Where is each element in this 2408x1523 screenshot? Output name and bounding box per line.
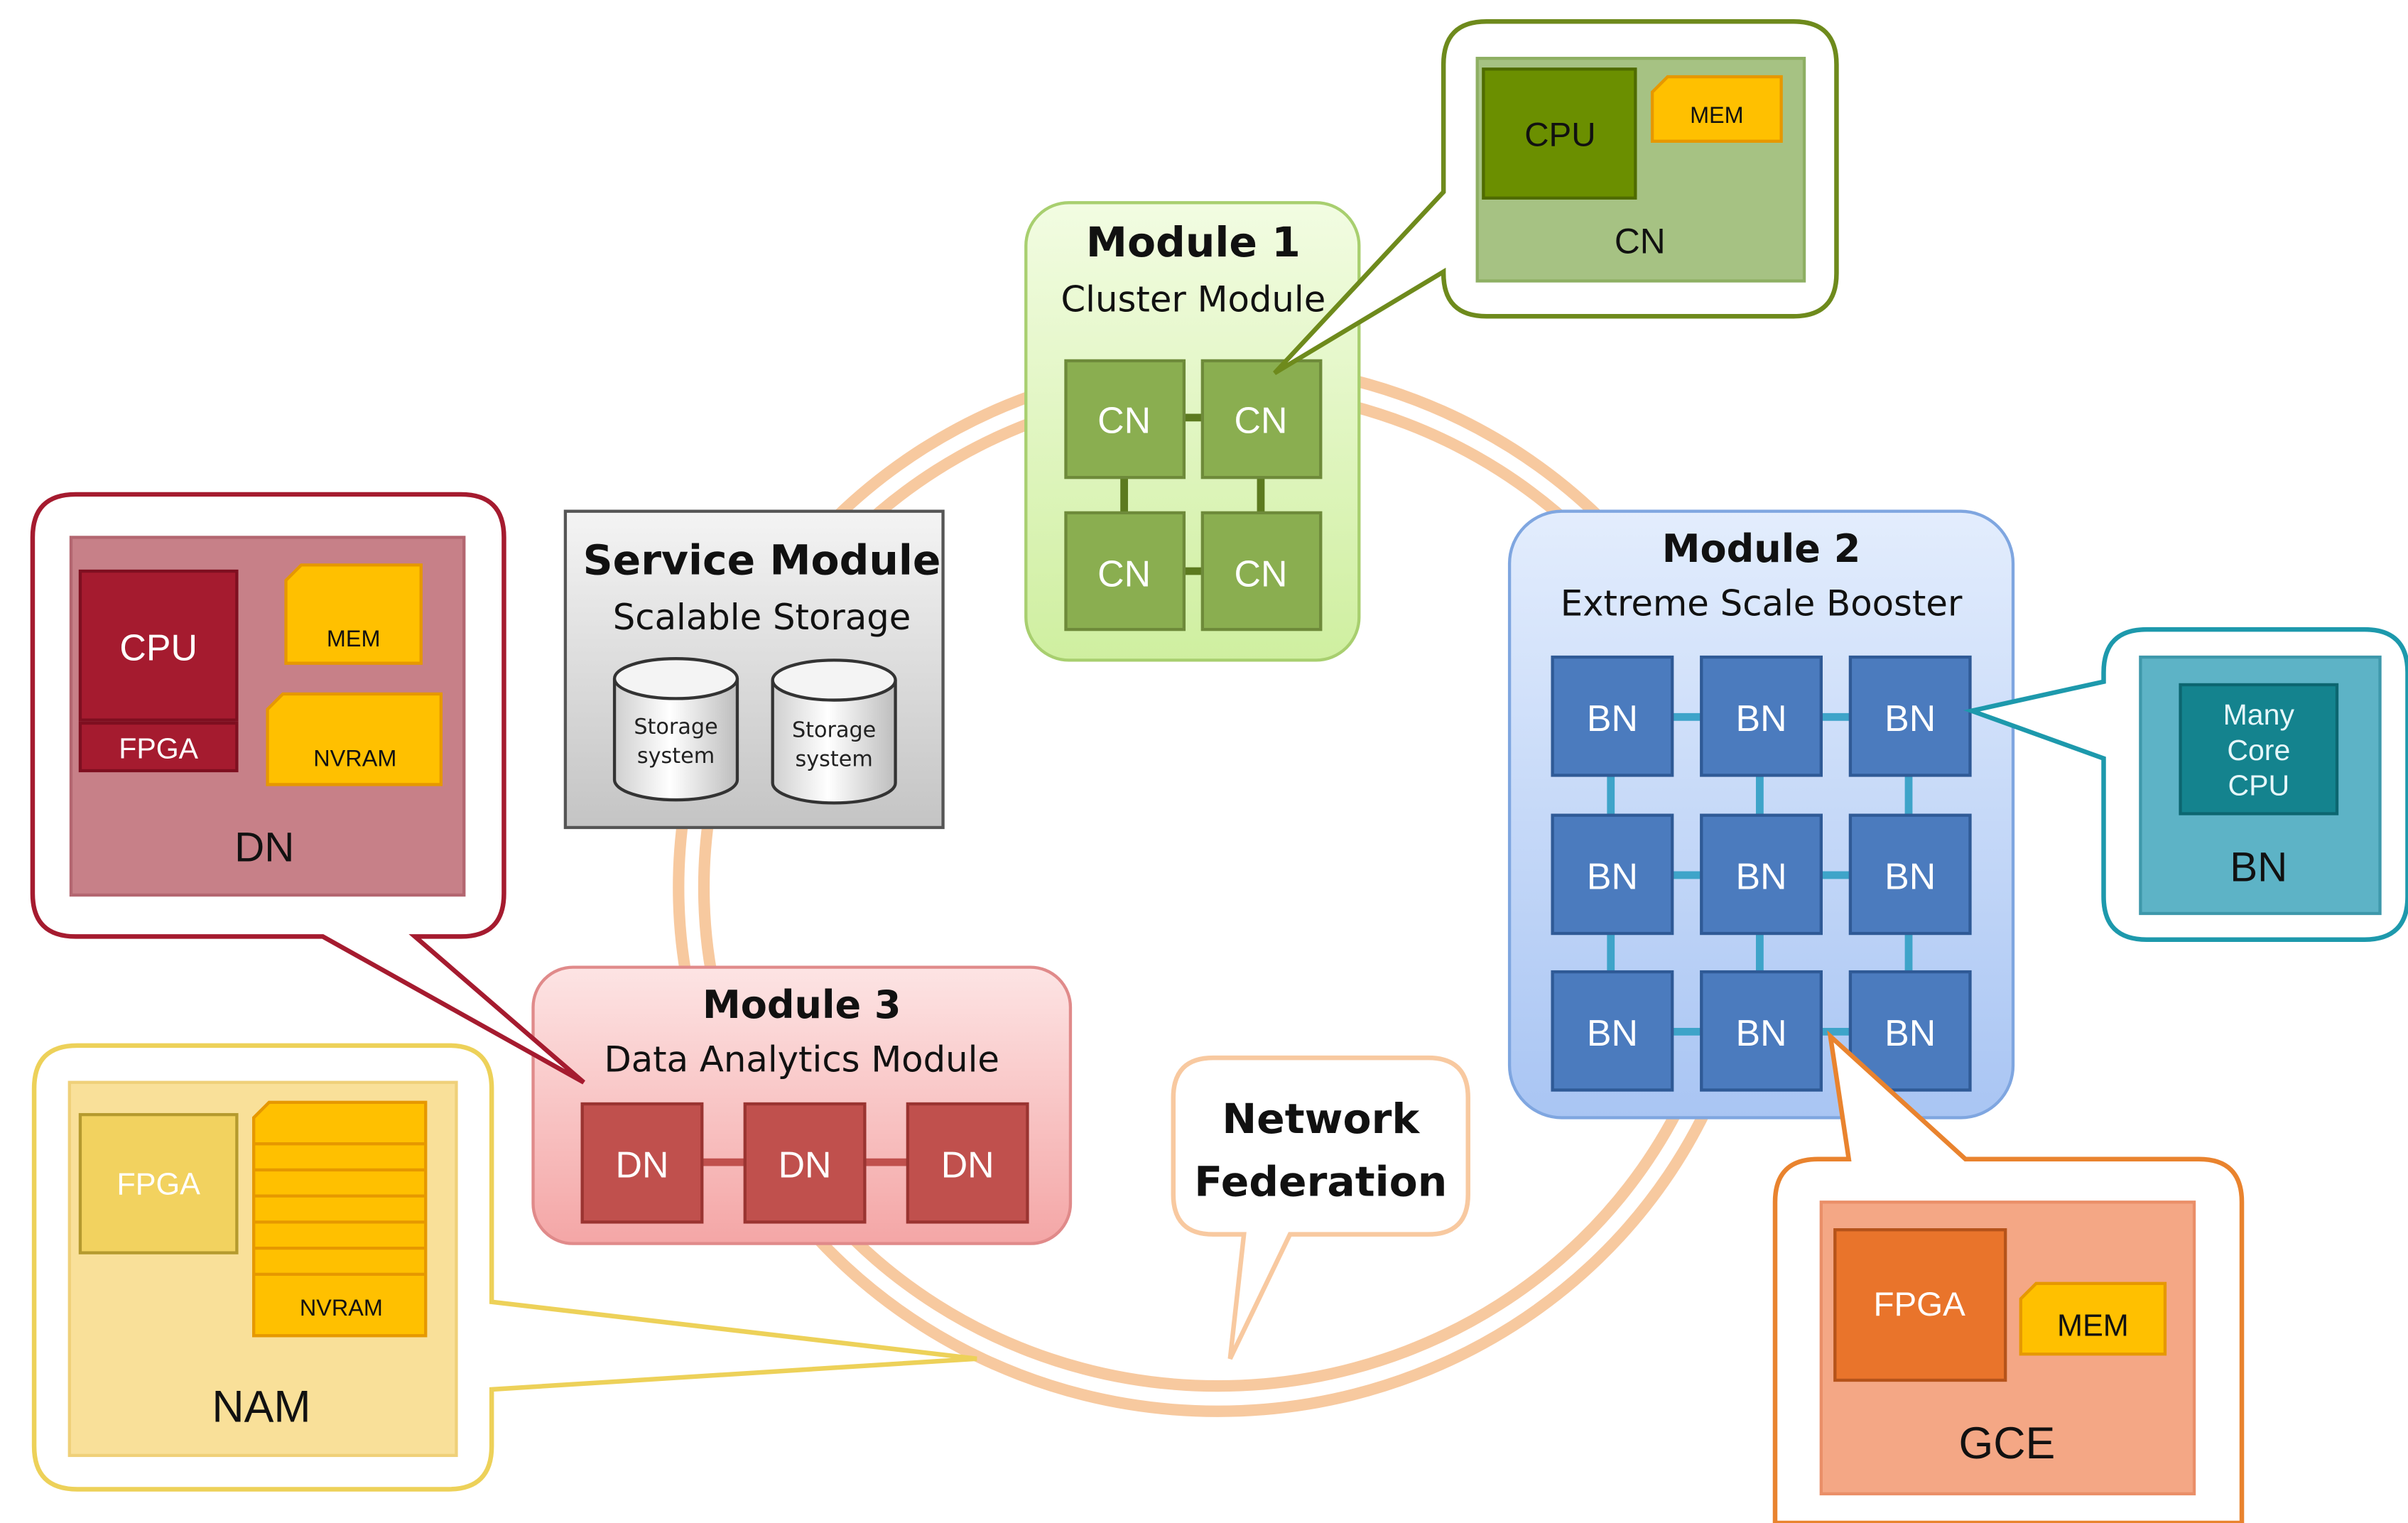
svg-text:CN: CN	[1097, 399, 1151, 440]
dn-node: DN	[580, 1102, 704, 1224]
module1-cluster-module: Module 1 Cluster Module CN CN CN CN	[1024, 201, 1361, 662]
svg-text:Storage: Storage	[792, 717, 876, 742]
module3-title: Module 3	[703, 982, 901, 1027]
cn-mem-chip	[1650, 75, 1783, 143]
network-line2: Federation	[1194, 1158, 1447, 1206]
gce-mem-chip	[2019, 1281, 2167, 1356]
callout-cn: CPU MEM CN	[1273, 19, 1839, 375]
cn-node: CN	[1200, 511, 1323, 632]
callout-gce: FPGA MEM GCE	[1772, 1030, 2245, 1523]
svg-text:system: system	[637, 744, 715, 769]
svg-text:Storage: Storage	[634, 715, 717, 739]
svg-text:BN: BN	[1736, 698, 1787, 739]
dn-node: DN	[743, 1102, 867, 1224]
cn-node: CN	[1064, 511, 1186, 632]
cn-cpu-label: CPU	[1524, 116, 1595, 153]
module3-subtitle: Data Analytics Module	[604, 1039, 999, 1080]
bn-node: BN	[1848, 813, 1972, 936]
bn-node: BN	[1551, 970, 1674, 1092]
dn-nvram-chip	[266, 692, 443, 786]
bn-node: BN	[1700, 655, 1823, 777]
cn-mem-label: MEM	[1690, 102, 1744, 128]
nam-fpga-label: FPGA	[116, 1167, 200, 1201]
cn-callout-label: CN	[1615, 222, 1666, 261]
module2-subtitle: Extreme Scale Booster	[1561, 583, 1963, 624]
svg-text:CN: CN	[1097, 553, 1151, 595]
module2-booster-module: Module 2 Extreme Scale Booster BN BN BN …	[1507, 509, 2015, 1120]
callout-bn: Many Core CPU BN	[1963, 627, 2408, 942]
dn-fpga-chip	[78, 721, 239, 773]
callout-network-federation: Network Federation	[1171, 1055, 1470, 1360]
storage-system-icon: Storage system	[612, 657, 739, 802]
nam-fpga-chip	[78, 1112, 239, 1254]
bn-cpu-line3: CPU	[2228, 769, 2289, 802]
svg-text:BN: BN	[1884, 698, 1936, 739]
svg-text:BN: BN	[1587, 1012, 1638, 1053]
svg-text:DN: DN	[616, 1144, 669, 1186]
module2-links	[1607, 712, 1913, 1036]
service-subtitle: Scalable Storage	[613, 597, 911, 638]
module1-links	[1120, 413, 1265, 575]
svg-text:BN: BN	[1736, 855, 1787, 896]
bn-node: BN	[1848, 655, 1972, 777]
svg-text:DN: DN	[941, 1144, 994, 1186]
storage-system-icon: Storage system	[771, 658, 897, 805]
module1-title: Module 1	[1086, 218, 1301, 266]
dn-nvram-label: NVRAM	[313, 745, 396, 771]
bn-node: BN	[1551, 813, 1674, 936]
cn-node: CN	[1200, 359, 1323, 479]
cn-node: CN	[1064, 359, 1186, 479]
dn-node: DN	[906, 1102, 1029, 1224]
dn-cpu-chip	[78, 569, 239, 722]
svg-text:CN: CN	[1235, 399, 1288, 440]
network-line1: Network	[1222, 1095, 1420, 1143]
dn-fpga-label: FPGA	[119, 732, 198, 765]
nam-nvram-stack-icon	[251, 1100, 428, 1338]
svg-text:BN: BN	[1587, 855, 1638, 896]
module3-data-analytics-module: Module 3 Data Analytics Module DN DN DN	[531, 965, 1073, 1245]
gce-callout-label: GCE	[1958, 1419, 2055, 1468]
bn-callout-label: BN	[2230, 845, 2287, 891]
dn-cpu-label: CPU	[119, 627, 197, 668]
svg-text:DN: DN	[779, 1144, 832, 1186]
gce-fpga-label: FPGA	[1873, 1286, 1965, 1323]
bn-cpu-line2: Core	[2227, 734, 2290, 766]
callout-nam: FPGA NVRAM NAM	[31, 1043, 977, 1492]
callout-dn: CPU FPGA MEM NVRAM DN	[30, 492, 585, 1085]
nam-nvram-label: NVRAM	[300, 1295, 383, 1321]
dn-mem-chip	[284, 563, 423, 665]
service-module: Service Module Scalable Storage Storage …	[563, 509, 945, 830]
dn-callout-label: DN	[234, 824, 294, 870]
dn-mem-label: MEM	[327, 626, 381, 651]
svg-text:BN: BN	[1884, 1012, 1936, 1053]
bn-cpu-line1: Many	[2223, 698, 2295, 731]
bn-node: BN	[1700, 970, 1823, 1092]
svg-text:system: system	[795, 747, 872, 771]
service-title: Service Module	[583, 536, 941, 584]
gce-fpga-chip	[1833, 1228, 2007, 1382]
cn-cpu-chip	[1482, 67, 1637, 200]
gce-mem-label: MEM	[2057, 1308, 2129, 1343]
svg-text:BN: BN	[1587, 698, 1638, 739]
many-core-cpu-chip	[2179, 683, 2339, 815]
module2-title: Module 2	[1662, 526, 1861, 571]
bn-node: BN	[1700, 813, 1823, 936]
svg-text:BN: BN	[1736, 1012, 1787, 1053]
bn-node: BN	[1551, 655, 1674, 777]
svg-text:BN: BN	[1884, 855, 1936, 896]
svg-text:CN: CN	[1235, 553, 1288, 595]
module1-subtitle: Cluster Module	[1061, 279, 1325, 320]
nam-callout-label: NAM	[212, 1382, 310, 1431]
